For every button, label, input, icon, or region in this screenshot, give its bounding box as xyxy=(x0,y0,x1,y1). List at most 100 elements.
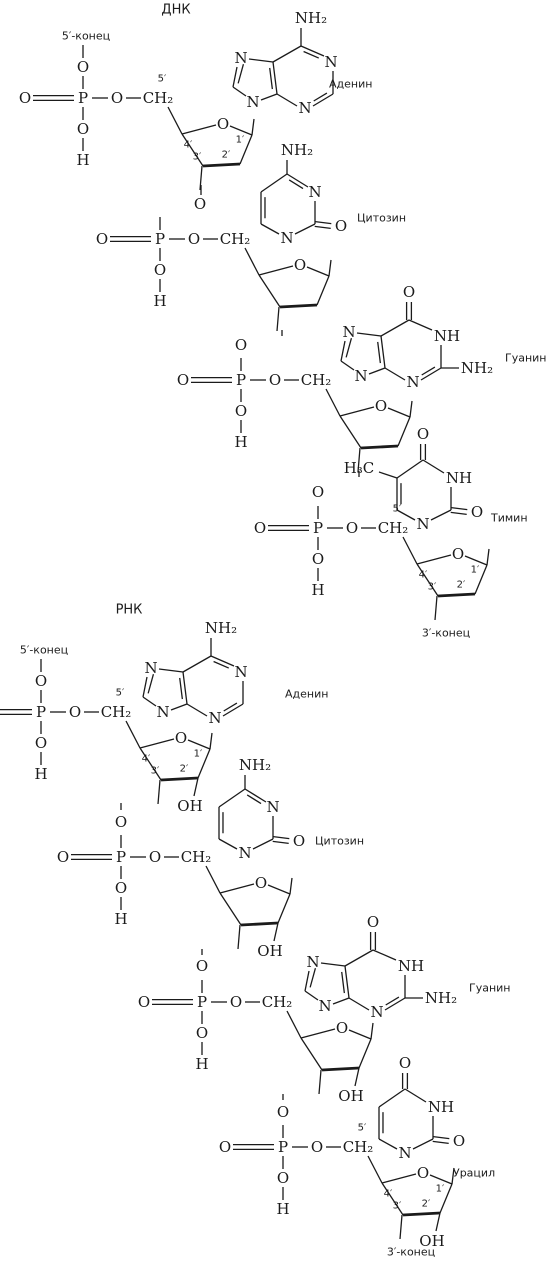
bond-line xyxy=(367,1155,383,1184)
base-name-label: Урацил xyxy=(453,1167,495,1180)
bond-line xyxy=(396,459,424,479)
bond-line xyxy=(199,165,203,191)
oxygen-atom: O xyxy=(219,1138,231,1156)
ring-oxygen-atom: O xyxy=(294,256,306,274)
carbonyl-oxygen-atom: O xyxy=(403,283,415,301)
bond-line xyxy=(240,921,279,927)
bond-line xyxy=(139,747,162,781)
oxygen-atom: O xyxy=(196,957,208,975)
bond-line xyxy=(344,965,350,999)
rna-title: РНК xyxy=(116,603,143,618)
bond-line xyxy=(387,407,411,418)
bond-line xyxy=(378,471,398,479)
bond-line xyxy=(260,173,288,193)
ring-oxygen-atom: O xyxy=(452,545,464,563)
position-label-2: 2′ xyxy=(422,1199,431,1210)
bond-line xyxy=(202,162,241,168)
bond-line xyxy=(340,360,355,371)
bond-line xyxy=(439,1183,453,1214)
nitrogen-atom: N xyxy=(208,709,221,727)
bond-line xyxy=(340,340,346,362)
ch2-group: CH₂ xyxy=(262,993,293,1011)
bond-line xyxy=(396,509,416,521)
bond-line xyxy=(429,1174,453,1185)
bond-line xyxy=(416,563,439,597)
position-label-5: 5′ xyxy=(358,1123,367,1134)
bond-line xyxy=(360,444,399,450)
phosphorus-atom: P xyxy=(313,519,323,537)
carbonyl-oxygen-atom: O xyxy=(417,425,429,443)
bond-line xyxy=(306,266,330,277)
bond-line xyxy=(450,511,467,516)
nitrogen-atom: N xyxy=(398,1144,411,1162)
ch2-group: CH₂ xyxy=(101,703,132,721)
bond-line xyxy=(273,922,279,942)
bond-line xyxy=(222,703,244,717)
base-name-label: Цитозин xyxy=(357,212,406,225)
amino-group: NH₂ xyxy=(205,619,237,637)
carbonyl-oxygen-atom: O xyxy=(453,1132,465,1150)
bond-line xyxy=(277,893,291,924)
bond-line xyxy=(384,367,406,381)
bond-line xyxy=(269,67,273,90)
bond-line xyxy=(348,997,370,1011)
bond-line xyxy=(193,777,199,797)
nh-group: NH xyxy=(434,327,460,345)
nitrogen-atom: N xyxy=(238,844,251,862)
oxygen-atom: O xyxy=(35,672,47,690)
hydrogen-atom: H xyxy=(76,151,89,169)
bond-line xyxy=(142,696,157,707)
oxygen-atom: O xyxy=(69,703,81,721)
bond-line xyxy=(314,225,331,230)
oxygen-atom: O xyxy=(111,89,123,107)
ring-oxygen-atom: O xyxy=(217,115,229,133)
nitrogen-atom: N xyxy=(246,93,259,111)
oxygen-atom: O xyxy=(138,993,150,1011)
bond-line xyxy=(244,247,260,276)
position-label-4: 4′ xyxy=(384,1189,393,1200)
position-label-3: 3′ xyxy=(428,582,437,593)
position-label-4: 4′ xyxy=(184,140,193,151)
bond-line xyxy=(139,738,175,749)
bond-line xyxy=(409,400,413,418)
bond-line xyxy=(304,990,319,1001)
nitrogen-atom: N xyxy=(266,798,279,816)
bond-line xyxy=(232,86,247,97)
ch2-group: CH₂ xyxy=(143,89,174,107)
hydroxyl-group: OH xyxy=(177,797,202,815)
bond-line xyxy=(408,319,433,331)
bond-line xyxy=(125,720,141,749)
base-name-label: Аденин xyxy=(329,78,372,91)
nitrogen-atom: N xyxy=(308,183,321,201)
bond-line xyxy=(210,655,235,667)
oxygen-atom: O xyxy=(77,120,89,138)
position-label-4: 4′ xyxy=(419,570,428,581)
bond-line xyxy=(276,93,298,107)
hydrogen-atom: H xyxy=(311,581,324,599)
bond-line xyxy=(313,92,328,102)
bond-line xyxy=(320,962,346,967)
carbonyl-oxygen-atom: O xyxy=(293,832,305,850)
nitrogen-atom: N xyxy=(324,53,337,71)
phosphorus-atom: P xyxy=(155,230,165,248)
position-label-1: 1′ xyxy=(436,1184,445,1195)
bond-line xyxy=(339,406,375,417)
ring-oxygen-atom: O xyxy=(255,874,267,892)
bond-line xyxy=(252,838,274,850)
oxygen-atom: O xyxy=(115,813,127,831)
bond-line xyxy=(341,971,345,994)
nitrogen-atom: N xyxy=(234,49,247,67)
hydroxyl-group: OH xyxy=(257,942,282,960)
bond-line xyxy=(380,319,410,337)
bond-line xyxy=(372,949,397,961)
bond-line xyxy=(181,124,217,135)
base-name-label: Гуанин xyxy=(505,352,547,365)
bond-line xyxy=(315,220,332,225)
position-label-5: 5′ xyxy=(116,688,125,699)
oxygen-atom: O xyxy=(57,848,69,866)
bond-line xyxy=(303,50,320,59)
base-name-label: Гуанин xyxy=(469,982,511,995)
bond-line xyxy=(258,274,281,308)
oxygen-atom: O xyxy=(269,371,281,389)
ch2-group: CH₂ xyxy=(301,371,332,389)
